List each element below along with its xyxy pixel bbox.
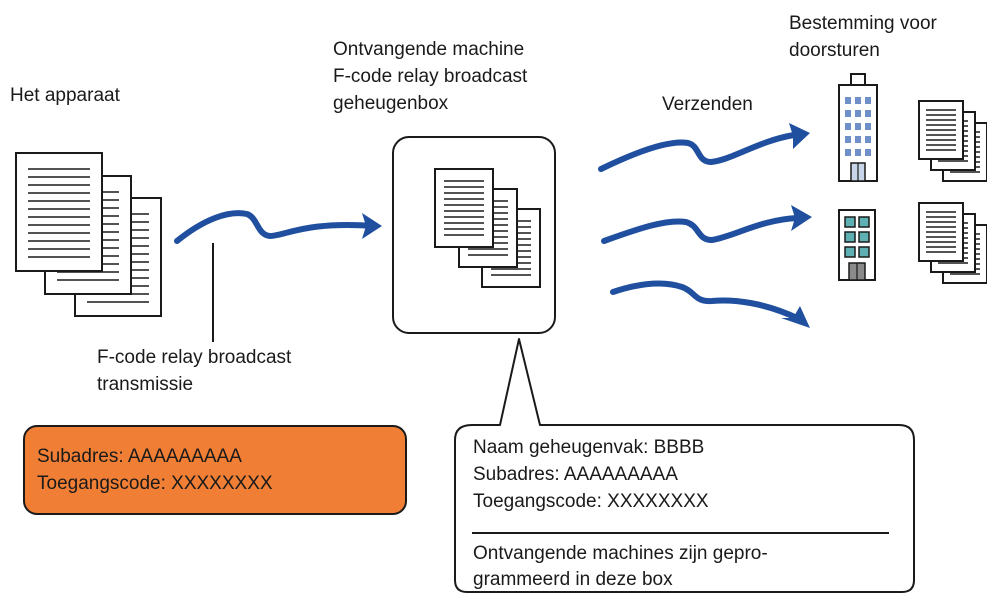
send-label: Verzenden xyxy=(662,94,753,115)
transmission-label-line1: F-code relay broadcast xyxy=(97,347,292,368)
memory-box-passcode: Toegangscode: XXXXXXXX xyxy=(473,491,709,512)
send-arrow-middle xyxy=(601,215,800,244)
sender-code-box: Subadres: AAAAAAAAA Toegangscode: XXXXXX… xyxy=(23,425,407,515)
destination-label-line2: doorsturen xyxy=(789,40,880,61)
memory-box-note: Ontvangende machines zijn gepro- grammee… xyxy=(473,541,768,593)
transmission-arrow xyxy=(174,210,377,244)
memory-box-callout xyxy=(454,338,915,593)
transmission-label-line2: transmissie xyxy=(97,374,194,395)
memory-box-note-line2: grammeerd in deze box xyxy=(473,569,673,590)
arrow-icon xyxy=(789,123,810,149)
memory-box xyxy=(392,136,556,334)
device-label: Het apparaat xyxy=(10,85,120,106)
sender-passcode: Toegangscode: XXXXXXXX xyxy=(37,473,273,494)
destination-label-line1: Bestemming voor xyxy=(789,13,937,34)
arrow-icon xyxy=(362,213,382,239)
memory-box-note-line1: Ontvangende machines zijn gepro- xyxy=(473,543,768,564)
apartment-building-icon xyxy=(838,209,876,281)
send-arrow-top xyxy=(598,132,797,172)
arrow-icon xyxy=(791,205,812,231)
memory-box-subaddress: Subadres: AAAAAAAAA xyxy=(473,464,678,485)
memory-box-name: Naam geheugenvak: BBBB xyxy=(473,437,705,458)
memory-box-info: Naam geheugenvak: BBBB Subadres: AAAAAAA… xyxy=(473,434,709,515)
arrow-icon xyxy=(781,306,810,328)
send-arrow-bottom xyxy=(610,280,800,321)
office-building-icon xyxy=(838,73,878,182)
sender-subaddress: Subadres: AAAAAAAAA xyxy=(37,446,242,467)
receiving-machine-label-line2: F-code relay broadcast xyxy=(333,66,528,87)
document-stack-icon xyxy=(15,152,162,317)
receiving-machine-label-line3: geheugenbox xyxy=(333,93,449,114)
document-stack-icon xyxy=(918,100,987,182)
document-stack-icon xyxy=(918,202,987,284)
receiving-machine-label-line1: Ontvangende machine xyxy=(333,39,525,60)
